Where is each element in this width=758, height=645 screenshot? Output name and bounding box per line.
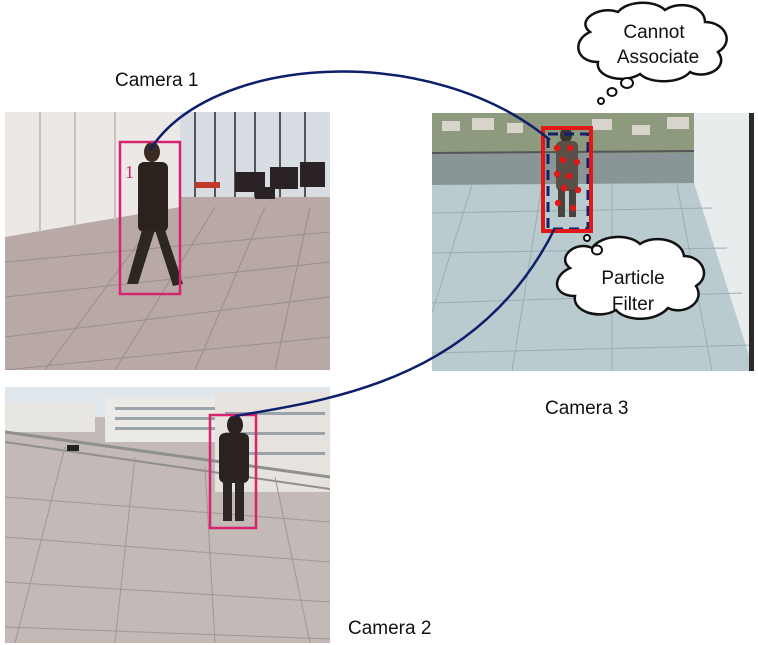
association-curve-camera2	[234, 227, 557, 418]
camera3-label: Camera 3	[545, 398, 629, 419]
camera2-frame	[5, 387, 330, 643]
cloud-text-line2: Associate	[617, 47, 699, 68]
camera3-particle-box	[541, 126, 593, 233]
camera2-label: Camera 2	[348, 618, 432, 639]
cloud-text-line2: Filter	[612, 294, 655, 315]
camera2-track-box	[208, 413, 258, 530]
camera1-label: Camera 1	[115, 70, 199, 91]
particle-filter-cloud: Particle Filter	[555, 235, 706, 320]
camera1-track-box	[118, 140, 182, 296]
camera1-scene	[5, 112, 330, 370]
cannot-associate-bubbles	[597, 77, 634, 105]
particle-dots	[553, 144, 582, 212]
camera1-frame	[5, 112, 330, 370]
particle-filter-bubbles	[583, 234, 603, 256]
cannot-associate-cloud: Cannot Associate	[577, 1, 728, 83]
id-marker: 1	[125, 162, 134, 182]
cloud-text-line1: Particle	[601, 268, 664, 289]
association-curve-camera1	[148, 70, 551, 151]
camera3-dashed-box	[546, 132, 590, 231]
cloud-text-line1: Cannot	[623, 22, 685, 43]
camera2-scene	[5, 387, 330, 643]
